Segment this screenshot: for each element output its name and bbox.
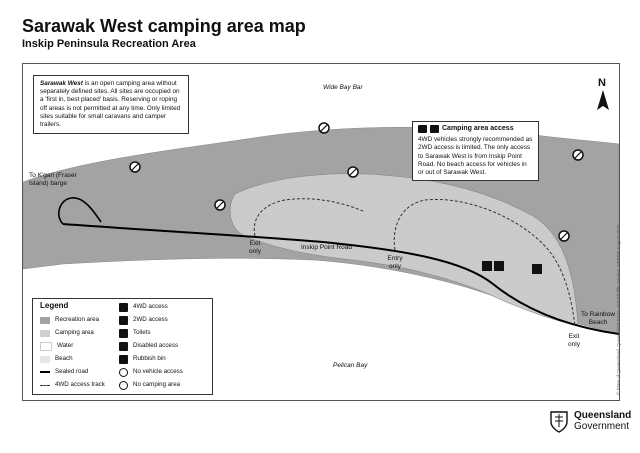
- 4wd-track-left: [253, 198, 366, 237]
- legend-item-label: Recreation area: [55, 316, 100, 323]
- rubbish-bin-icon: [532, 264, 542, 274]
- water-swatch: [40, 342, 52, 351]
- legend-icon-label: 2WD access: [133, 316, 168, 324]
- exit-right-label: Exit only: [568, 333, 580, 348]
- legend-icon-label: Toilets: [133, 329, 151, 337]
- exit-left-label: Exit only: [249, 240, 261, 255]
- toilets-icon: [482, 261, 492, 271]
- 4wd-icon: [418, 125, 427, 134]
- wide-bay-bar-label: Wide Bay Bar: [323, 84, 363, 91]
- legend-item-label: Camping area: [55, 329, 94, 336]
- 4wd-track-right: [393, 198, 576, 327]
- gov-line2: Government: [574, 421, 630, 432]
- no-vehicle-icon: [119, 368, 128, 377]
- north-label: N: [598, 77, 606, 89]
- legend-icon-label: No camping area: [133, 381, 181, 389]
- map-title: Sarawak West camping area map: [22, 16, 306, 36]
- north-arrow-icon: [597, 90, 609, 110]
- kgari-barge-label: To K'gari (Fraser Island) barge: [29, 172, 77, 187]
- access-box: Camping area access 4WD vehicles strongl…: [412, 121, 539, 182]
- track-swatch: [40, 384, 50, 386]
- sealed-road: [62, 223, 619, 335]
- intro-name: Sarawak West: [40, 80, 83, 87]
- legend-title: Legend: [40, 301, 69, 310]
- no-vehicle-icon: [318, 122, 330, 134]
- legend: Legend Recreation area Camping area Wate…: [32, 298, 213, 395]
- road-label: Inskip Point Road: [301, 244, 352, 251]
- legend-icon-label: No vehicle access: [133, 368, 183, 376]
- copyright-text: © State of Queensland, Queensland Parks …: [616, 224, 621, 395]
- legend-icon-label: Disabled access: [133, 342, 179, 350]
- legend-icon-label: 4WD access: [133, 303, 168, 311]
- legend-icon-label: Rubbish bin: [133, 355, 166, 363]
- recreation-swatch: [40, 316, 50, 324]
- access-heading: Camping area access: [442, 125, 514, 132]
- no-vehicle-icon: [572, 149, 584, 161]
- map-frame: Wide Bay Bar Pelican Bay To K'gari (Fras…: [22, 63, 620, 401]
- barge-loop: [58, 197, 102, 225]
- government-logo: Queensland Government: [548, 408, 631, 434]
- intro-text: is an open camping area without separate…: [40, 80, 181, 129]
- pelican-bay-label: Pelican Bay: [333, 362, 368, 369]
- intro-box: Sarawak West is an open camping area wit…: [33, 75, 189, 135]
- road-swatch: [40, 371, 50, 374]
- legend-item-label: 4WD access track: [55, 381, 105, 388]
- beach-swatch: [40, 355, 50, 363]
- disabled-access-icon: [494, 261, 504, 271]
- toilets-icon: [119, 329, 128, 338]
- legend-item-label: Water: [57, 342, 74, 350]
- 2wd-icon: [430, 125, 439, 134]
- rainbow-beach-label: To Rainbow Beach: [581, 311, 615, 326]
- legend-item-label: Sealed road: [55, 368, 89, 375]
- access-text: 4WD vehicles strongly recommended as 2WD…: [418, 136, 533, 177]
- legend-item-label: Beach: [55, 355, 73, 362]
- no-camping-icon: [347, 166, 359, 178]
- crest-icon: [550, 411, 568, 433]
- disabled-access-icon: [119, 342, 128, 351]
- 4wd-icon: [119, 303, 128, 312]
- no-camping-icon: [558, 230, 570, 242]
- rubbish-bin-icon: [119, 355, 128, 364]
- 2wd-icon: [119, 316, 128, 325]
- camping-swatch: [40, 329, 50, 337]
- no-camping-icon: [119, 381, 128, 390]
- no-vehicle-icon: [129, 161, 141, 173]
- map-subtitle: Inskip Peninsula Recreation Area: [22, 38, 196, 50]
- no-camping-icon: [214, 199, 226, 211]
- entry-label: Entry only: [387, 255, 403, 270]
- gov-line1: Queensland: [574, 410, 632, 421]
